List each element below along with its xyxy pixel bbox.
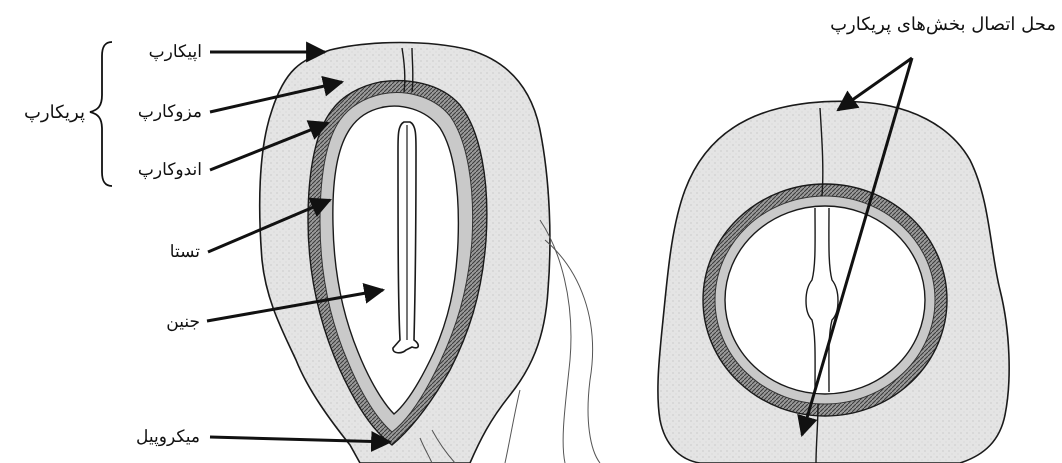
label-mesocarp: مزوکارپ: [138, 104, 202, 121]
pericarp-brace: [90, 42, 112, 186]
label-embryo: جنین: [166, 314, 200, 331]
label-micropyle: میکروپیل: [136, 429, 200, 446]
seed-cavity-right: [725, 206, 925, 394]
arrow-junction-top: [838, 58, 912, 110]
cross-section: [658, 101, 1009, 463]
label-testa: تستا: [170, 244, 200, 261]
label-epicarp: اپیکارپ: [149, 44, 202, 61]
label-pericarp: پریکارپ: [24, 104, 85, 122]
label-endocarp: اندوکارپ: [138, 162, 202, 179]
label-junction: محل اتصال بخش‌های پریکارپ: [830, 16, 1056, 34]
longitudinal-section: [260, 43, 600, 463]
